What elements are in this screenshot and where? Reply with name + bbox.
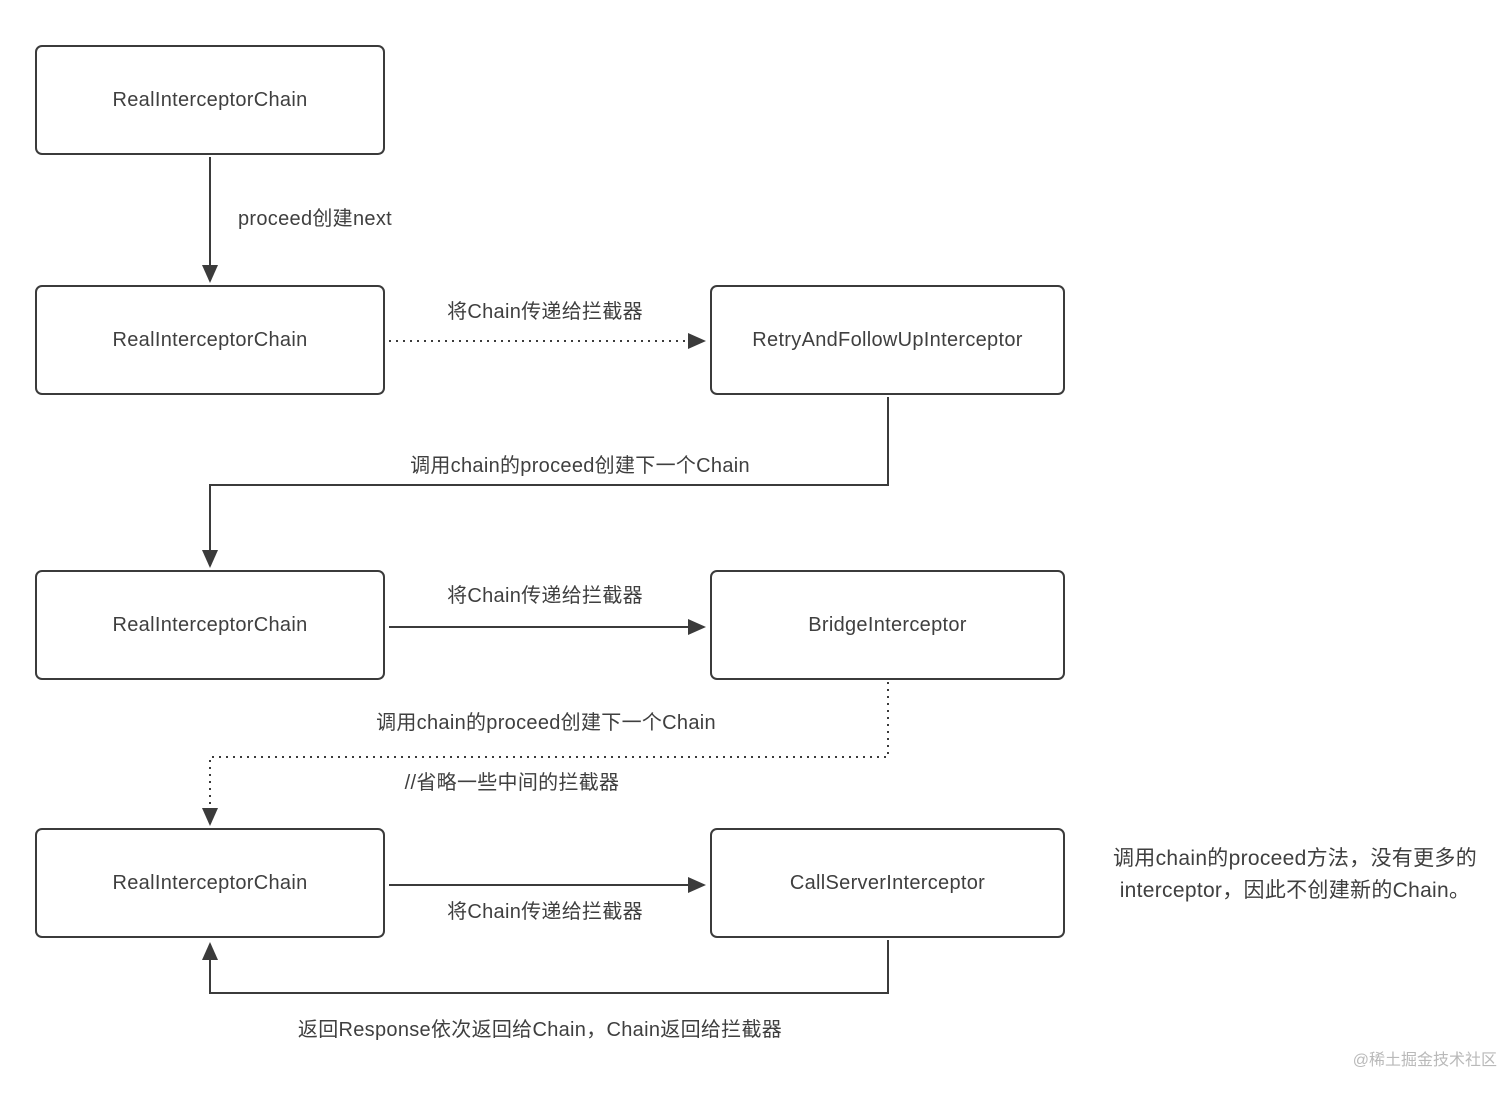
edge-label-pass-chain-2: 将Chain传递给拦截器 (447, 585, 643, 607)
arrow-return-response (202, 940, 889, 994)
watermark-juejin: @稀土掘金技术社区 (1352, 1052, 1497, 1069)
node-real-interceptor-chain-3: RealInterceptorChain (35, 570, 385, 680)
node-real-interceptor-chain-2: RealInterceptorChain (35, 285, 385, 395)
edge-label-pass-chain-1: 将Chain传递给拦截器 (447, 301, 643, 323)
node-label: CallServerInterceptor (789, 871, 986, 894)
node-retry-and-follow-up-interceptor: RetryAndFollowUpInterceptor (710, 285, 1065, 395)
node-real-interceptor-chain-1: RealInterceptorChain (35, 45, 385, 155)
edge-label-proceed-create-2: 调用chain的proceed创建下一个Chain (376, 712, 716, 734)
node-label: RealInterceptorChain (112, 88, 308, 111)
node-call-server-interceptor: CallServerInterceptor (710, 828, 1065, 938)
edge-label-proceed-next: proceed创建next (238, 208, 392, 230)
node-label: RealInterceptorChain (112, 328, 308, 351)
arrow-proceed-create-1 (202, 397, 889, 568)
node-label: RealInterceptorChain (112, 871, 308, 894)
side-note-line2: interceptor，因此不创建新的Chain。 (1119, 879, 1471, 902)
node-label: RetryAndFollowUpInterceptor (752, 328, 1023, 351)
edge-label-pass-chain-3: 将Chain传递给拦截器 (447, 901, 643, 923)
node-label: RealInterceptorChain (112, 613, 308, 636)
node-label: BridgeInterceptor (808, 613, 967, 636)
side-note-line1: 调用chain的proceed方法，没有更多的 (1113, 847, 1477, 870)
edge-label-omit-middle-interceptors: //省略一些中间的拦截器 (404, 772, 620, 794)
node-bridge-interceptor: BridgeInterceptor (710, 570, 1065, 680)
edge-label-return-response: 返回Response依次返回给Chain，Chain返回给拦截器 (297, 1019, 783, 1041)
side-note: 调用chain的proceed方法，没有更多的 interceptor，因此不创… (1085, 843, 1505, 907)
edge-label-proceed-create-1: 调用chain的proceed创建下一个Chain (410, 455, 750, 477)
node-real-interceptor-chain-4: RealInterceptorChain (35, 828, 385, 938)
arrow-proceed-create-2 (202, 682, 889, 826)
